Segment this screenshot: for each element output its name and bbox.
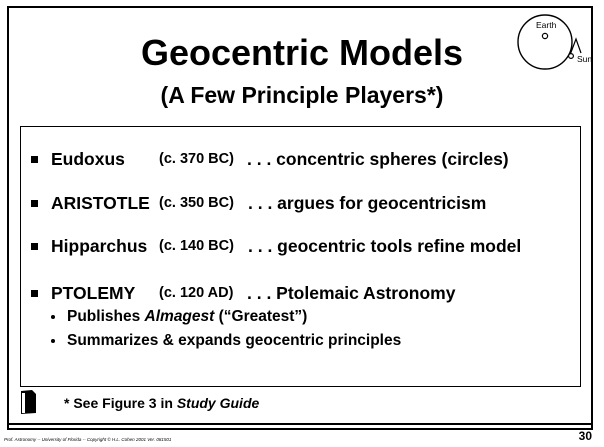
player-date: (c. 140 BC) [159, 238, 234, 254]
players-list: Eudoxus (c. 370 BC) . . . concentric sph… [20, 126, 581, 387]
square-bullet-icon [31, 243, 38, 250]
study-guide-title: Study Guide [176, 395, 260, 411]
square-bullet-icon [31, 290, 38, 297]
slide-frame [7, 6, 593, 430]
earth-label: Earth [536, 20, 557, 30]
player-description: . . . argues for geocentricism [248, 193, 487, 213]
footnote: * See Figure 3 in Study Guide [64, 395, 260, 411]
earth-sun-diagram: Earth Sun [517, 14, 592, 70]
slide-subtitle: (A Few Principle Players*) [160, 82, 444, 108]
sub-item-text: Summarizes & expands geocentric principl… [67, 332, 402, 349]
dot-bullet-icon [51, 315, 55, 319]
player-name: ARISTOTLE [51, 193, 150, 213]
square-bullet-icon [31, 156, 38, 163]
sun-dot [567, 52, 574, 59]
player-name: PTOLEMY [51, 283, 136, 303]
player-date: (c. 370 BC) [159, 151, 234, 167]
sun-label: Sun [577, 54, 592, 64]
footer-divider [9, 423, 593, 425]
dot-bullet-icon [51, 339, 55, 343]
player-date: (c. 350 BC) [159, 195, 234, 211]
player-description: . . . concentric spheres (circles) [247, 149, 509, 169]
orbit-circle [517, 14, 573, 70]
earth-dot [541, 32, 549, 40]
player-name: Hipparchus [51, 236, 148, 256]
slide-title: Geocentric Models [140, 32, 464, 73]
almagest-title: Almagest [144, 308, 215, 325]
player-name: Eudoxus [51, 149, 125, 169]
copyright-credit: Prof. Astronomy -- University of Florida… [4, 437, 172, 442]
player-description: . . . Ptolemaic Astronomy [247, 283, 456, 303]
page-number: 30 [578, 429, 592, 443]
player-description: . . . geocentric tools refine model [248, 236, 522, 256]
player-date: (c. 120 AD) [159, 285, 234, 301]
square-bullet-icon [31, 200, 38, 207]
sub-item-text: Publishes Almagest (“Greatest”) [67, 308, 308, 325]
sun-ray-icon [569, 37, 582, 56]
book-icon [21, 390, 36, 414]
